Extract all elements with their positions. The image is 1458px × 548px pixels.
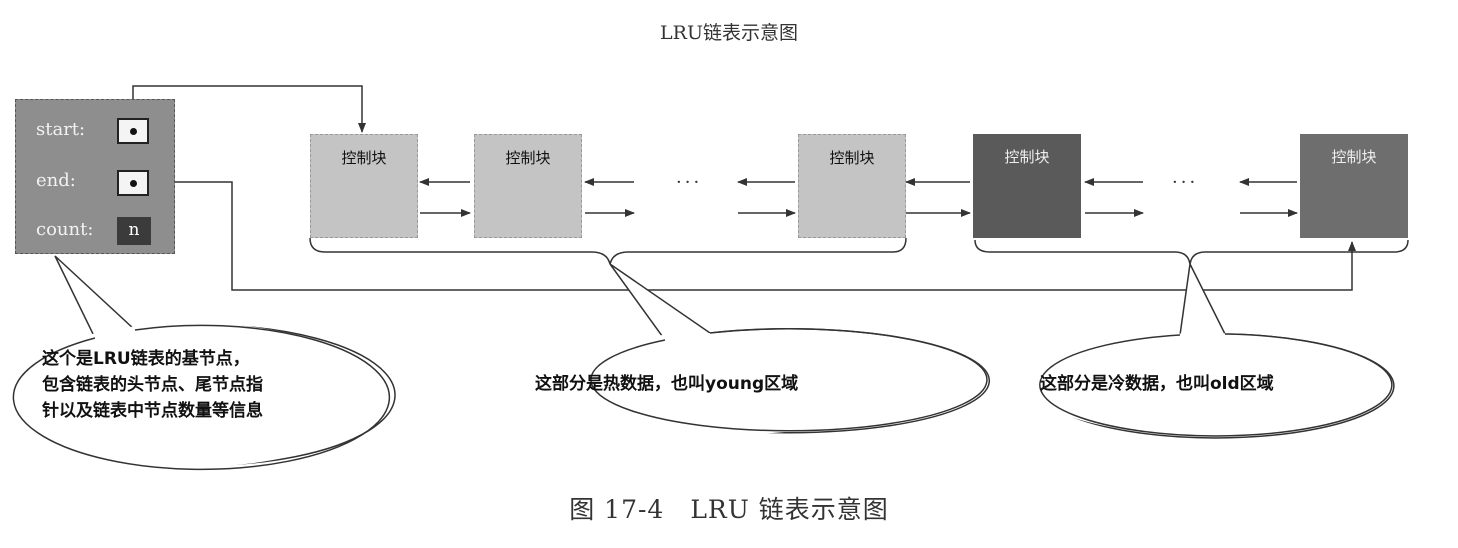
old-ellipsis: ···	[1172, 172, 1199, 193]
young-callout-text: 这部分是热数据，也叫young区域	[535, 374, 799, 394]
control-block-young-2: 控制块	[474, 134, 582, 238]
control-block-label: 控制块	[341, 149, 387, 167]
young-ellipsis: ···	[676, 172, 703, 193]
end-field-label: end:	[36, 170, 76, 191]
lru-base-node: start: end: count: n	[15, 99, 175, 254]
control-block-label: 控制块	[505, 149, 551, 167]
count-field-label: count:	[36, 219, 94, 240]
control-block-old-1: 控制块	[973, 134, 1081, 238]
young-brace	[309, 237, 907, 265]
control-block-label: 控制块	[1004, 148, 1050, 166]
control-block-young-1: 控制块	[310, 134, 418, 238]
link-arrows	[419, 178, 1298, 217]
count-value: n	[117, 217, 151, 245]
control-block-old-2: 控制块	[1300, 134, 1408, 238]
start-pointer-box	[117, 118, 149, 144]
callout-line: 这个是LRU链表的基节点，	[42, 349, 250, 369]
end-pointer-box	[117, 170, 149, 196]
diagram-title: LRU链表示意图	[660, 22, 798, 44]
end-pointer-line	[133, 181, 1356, 291]
control-block-young-3: 控制块	[798, 134, 906, 238]
callout-line: 包含链表的头节点、尾节点指	[42, 375, 263, 395]
figure-caption: 图 17-4 LRU 链表示意图	[569, 495, 889, 524]
control-block-label: 控制块	[1331, 148, 1377, 166]
control-block-label: 控制块	[829, 149, 875, 167]
old-callout-text: 这部分是冷数据，也叫old区域	[1040, 374, 1274, 394]
start-field-label: start:	[36, 119, 86, 140]
pointer-dot-icon	[130, 180, 137, 187]
base-node-callout-text: 这个是LRU链表的基节点， 包含链表的头节点、尾节点指 针以及链表中节点数量等信…	[42, 346, 263, 424]
old-brace	[974, 239, 1409, 265]
callout-line: 针以及链表中节点数量等信息	[42, 401, 263, 421]
pointer-dot-icon	[130, 128, 137, 135]
